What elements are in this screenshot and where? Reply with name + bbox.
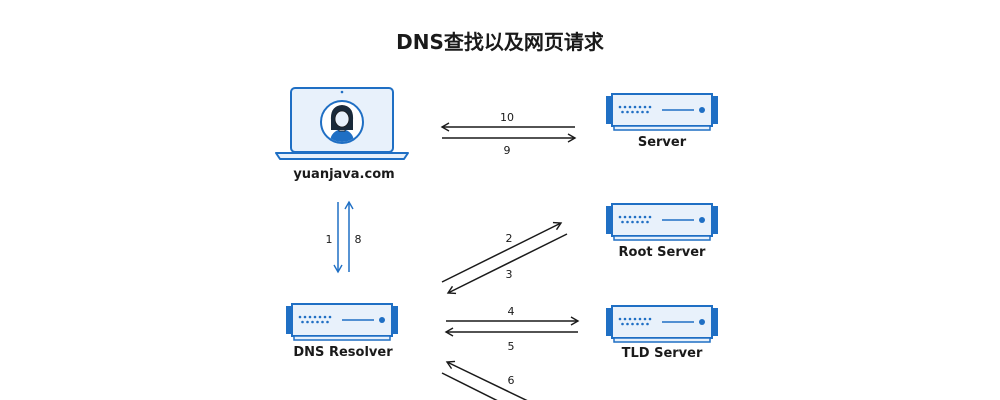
- client-label: yuanjava.com: [293, 167, 394, 182]
- dns-resolver-label: DNS Resolver: [293, 345, 393, 360]
- root-server-label: Root Server: [619, 245, 706, 260]
- user-avatar-icon: [320, 100, 364, 144]
- step-label-5: 5: [508, 340, 515, 353]
- step-label-9: 9: [504, 144, 511, 157]
- step-label-10: 10: [500, 111, 514, 124]
- step-label-2: 2: [506, 232, 513, 245]
- step-label-1: 1: [326, 233, 333, 246]
- page-title: DNS查找以及网页请求: [396, 30, 604, 54]
- arrow-step-7: [441, 372, 498, 400]
- tld-server-label: TLD Server: [622, 346, 703, 361]
- tld-server-icon: [606, 305, 718, 343]
- arrow-step-3: [446, 233, 568, 295]
- web-server-icon: [606, 93, 718, 131]
- arrow-step-6: [445, 360, 528, 400]
- step-label-3: 3: [506, 268, 513, 281]
- step-label-8: 8: [355, 233, 362, 246]
- arrow-step-2: [441, 221, 563, 283]
- server-label: Server: [638, 135, 687, 150]
- root-server-icon: [606, 203, 718, 241]
- step-label-6: 6: [508, 374, 515, 387]
- step-label-4: 4: [508, 305, 515, 318]
- dns-resolver-icon: [286, 303, 398, 341]
